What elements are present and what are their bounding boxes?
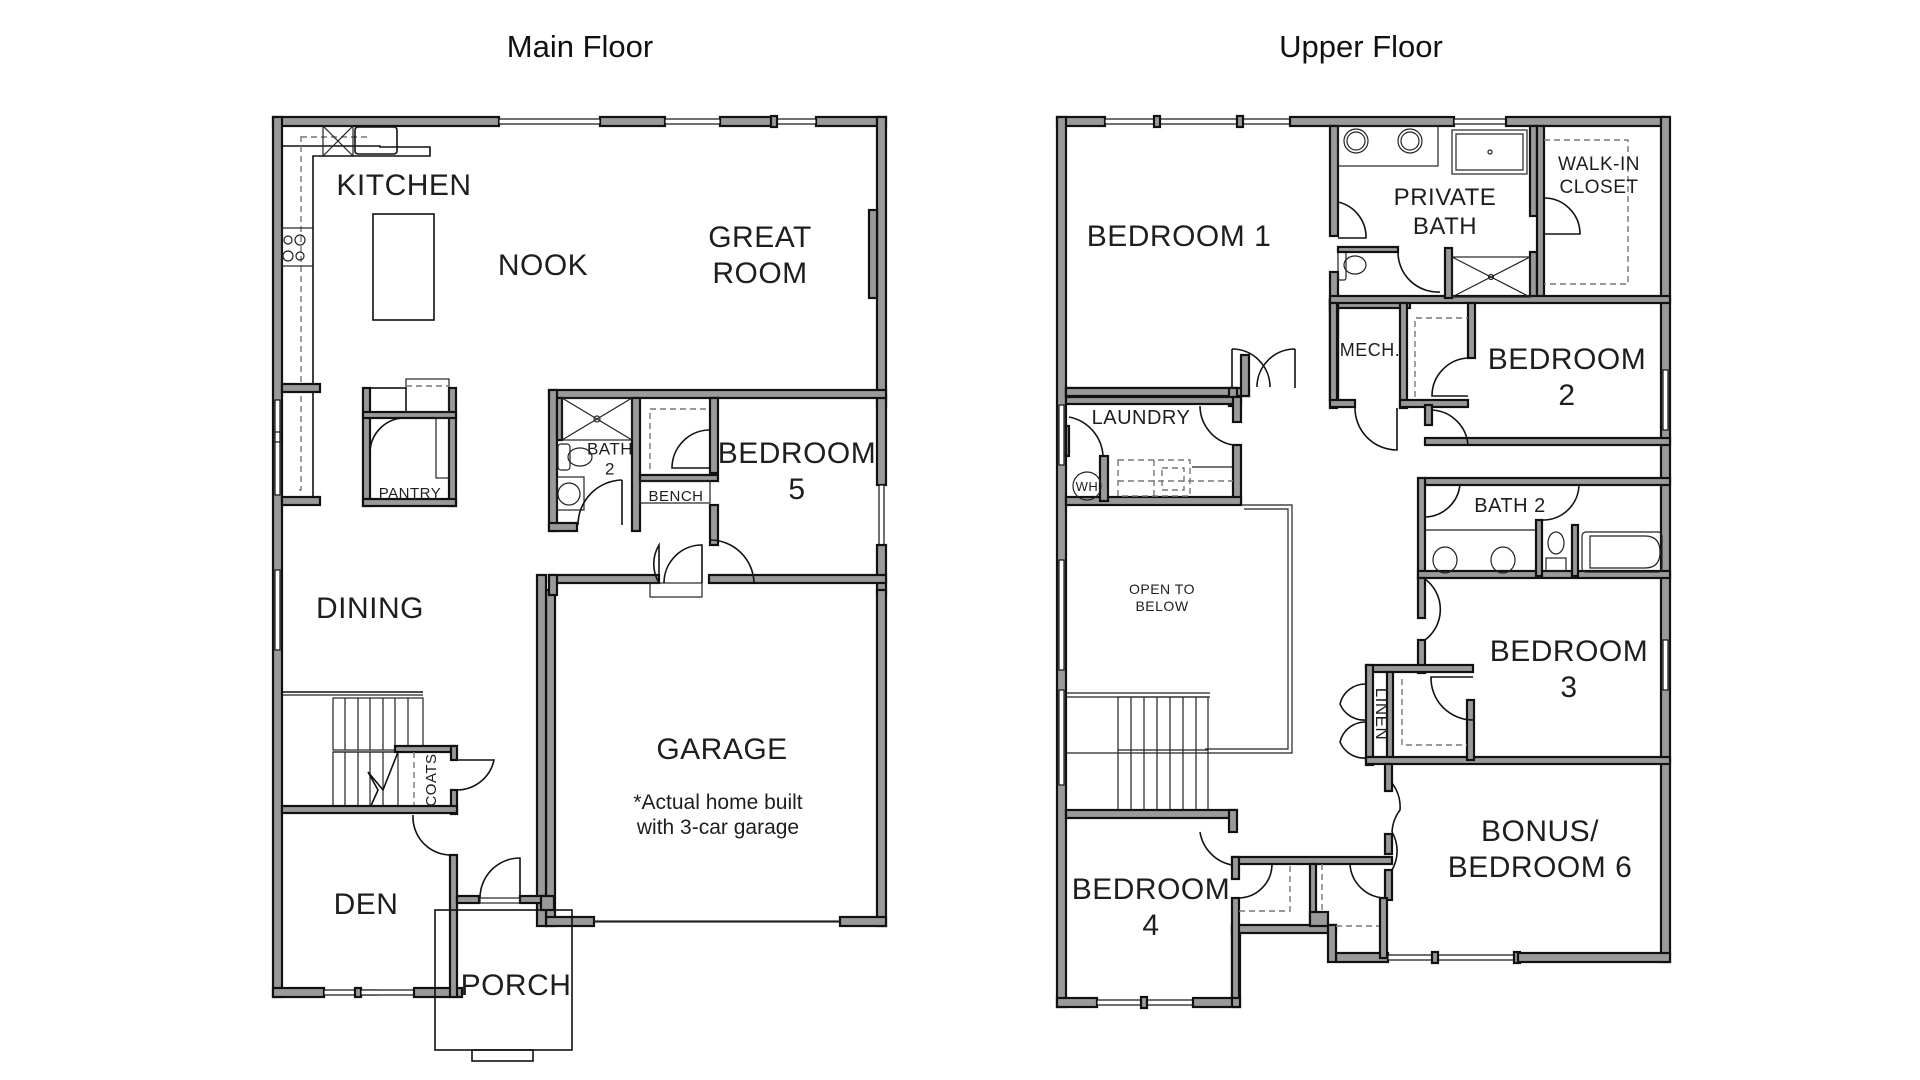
room-label-linen: LINEN: [1372, 687, 1392, 741]
room-label-bedroom2: BEDROOM 2: [1487, 343, 1647, 412]
room-label-porch: PORCH: [460, 969, 572, 1002]
foyer-walls: [535, 573, 548, 928]
room-label-bench: BENCH: [648, 488, 704, 505]
kitchen-island: [372, 213, 435, 321]
upper-bath2-walls: [1416, 476, 1672, 580]
room-label-walk-in-closet: WALK-IN CLOSET: [1558, 154, 1640, 198]
room-label-kitchen: KITCHEN: [336, 169, 472, 202]
bedroom4-walls: [1064, 808, 1389, 1000]
room-label-coats: COATS: [423, 753, 440, 807]
main-floor-plan: [271, 114, 888, 1062]
room-label-private-bath: PRIVATE BATH: [1393, 184, 1497, 240]
room-label-dining: DINING: [316, 592, 424, 625]
laundry-walls: [1064, 348, 1296, 507]
room-label-mech: MECH.: [1339, 340, 1401, 361]
room-label-bedroom5: BEDROOM 5: [717, 437, 877, 506]
bedroom3-linen-walls: [1339, 576, 1672, 767]
garage-note: *Actual home built with 3-car garage: [633, 790, 803, 839]
open-to-below-label: OPEN TO BELOW: [1128, 581, 1196, 614]
bath2-bedroom5-walls: [547, 388, 888, 598]
upper-floor-title: Upper Floor: [1279, 29, 1443, 64]
kitchen-counters: [274, 125, 435, 507]
open-to-below-area: [1066, 504, 1293, 811]
room-label-pantry: PANTRY: [378, 485, 442, 502]
room-label-bath2-main: BATH 2: [586, 439, 634, 479]
main-floor-title: Main Floor: [506, 29, 654, 64]
room-label-bonus-bedroom6: BONUS/ BEDROOM 6: [1447, 815, 1633, 884]
room-label-bedroom4: BEDROOM 4: [1071, 873, 1231, 942]
upper-floor-exterior-walls: [1055, 114, 1672, 1010]
room-label-den: DEN: [333, 888, 399, 921]
room-label-bedroom1: BEDROOM 1: [1086, 220, 1272, 253]
room-label-garage: GARAGE: [656, 733, 788, 766]
pantry-walls: [361, 378, 458, 508]
porch-area: [434, 857, 573, 1062]
room-label-great-room: GREAT ROOM: [708, 221, 812, 290]
water-heater-label: WH: [1075, 479, 1099, 495]
room-label-nook: NOOK: [497, 249, 589, 282]
main-stairs: [280, 691, 495, 999]
room-label-bedroom3: BEDROOM 3: [1489, 635, 1649, 704]
room-label-laundry: LAUNDRY: [1091, 407, 1191, 429]
room-label-bath2-upper: BATH 2: [1474, 495, 1546, 517]
bedroom2-mech-walls: [1328, 301, 1672, 451]
upper-floor-plan: [1055, 114, 1672, 1010]
